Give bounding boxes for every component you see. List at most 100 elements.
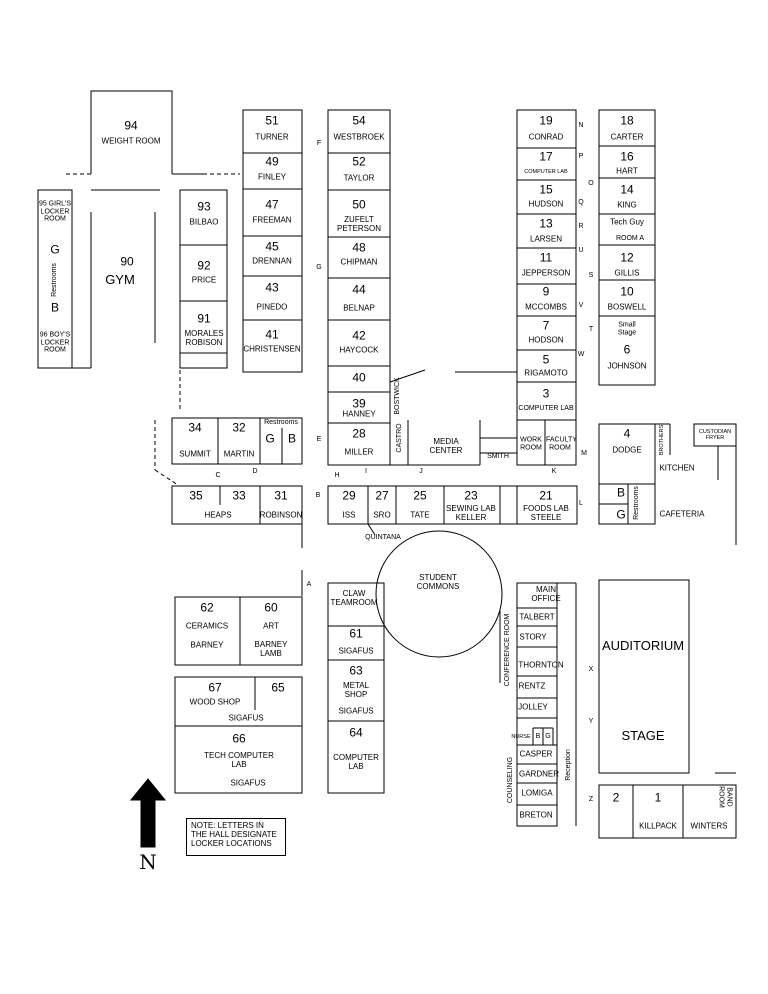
casper-label: CASPER: [519, 749, 553, 759]
jolley-label: JOLLEY: [518, 702, 548, 712]
commons-circle: [375, 530, 503, 658]
room-15-number: 15: [539, 182, 553, 197]
locker-i: I: [365, 468, 367, 476]
locker-f: F: [316, 140, 322, 148]
room-10-number: 10: [620, 284, 634, 299]
room-43-name: PINEDO: [256, 302, 288, 312]
room-49-number: 49: [265, 154, 279, 169]
room-91-number: 91: [197, 311, 211, 326]
brothers-label: BROTHERS: [658, 424, 665, 456]
locker-u: U: [578, 247, 584, 255]
room-15-name: HUDSON: [528, 199, 564, 209]
student-commons-label: STUDENT COMMONS: [416, 573, 460, 591]
room-94-number: 94: [124, 118, 138, 133]
room-66-number: 66: [232, 731, 246, 746]
room-14-number: 14: [620, 182, 634, 197]
small-stage-label: Small Stage: [617, 321, 637, 336]
room-32-number: 32: [232, 420, 246, 435]
room-12-name: GILLIS: [614, 268, 640, 278]
locker-m: M: [581, 450, 587, 458]
room-12-number: 12: [620, 250, 634, 265]
nurse-b: B: [535, 733, 541, 741]
room-93-name: BILBAO: [189, 217, 219, 227]
room-51-name: TURNER: [255, 132, 289, 142]
room-41-number: 41: [265, 327, 279, 342]
locker-y: Y: [588, 718, 594, 726]
band-room-label: BAND ROOM: [718, 786, 733, 808]
locker-c: C: [215, 472, 221, 480]
room-4-name: DODGE: [612, 445, 642, 455]
restroom-g: G: [50, 242, 60, 257]
room-28-name: MILLER: [344, 447, 374, 457]
room-40-number: 40: [352, 370, 366, 385]
room-91-name: MORALES ROBISON: [184, 329, 224, 347]
locker-a: A: [306, 581, 312, 589]
room-16-number: 16: [620, 149, 634, 164]
room-45-number: 45: [265, 239, 279, 254]
room-45-name: DRENNAN: [252, 256, 292, 266]
room-32-name: MARTIN: [223, 449, 255, 459]
locker-t: T: [588, 326, 594, 334]
room-54-name: WESTBROEK: [333, 132, 385, 142]
room-96-label: 96 BOY'S LOCKER ROOM: [39, 331, 71, 354]
room-54-number: 54: [352, 113, 366, 128]
locker-k: K: [551, 468, 557, 476]
weight-room-outline: [90, 90, 173, 174]
room-25-name: TATE: [410, 510, 430, 520]
room-21-number: 21: [539, 488, 553, 503]
room-51-number: 51: [265, 113, 279, 128]
hall-restroom-b: B: [287, 431, 297, 446]
room-17-number: 17: [539, 149, 553, 164]
auditorium-label: AUDITORIUM: [601, 637, 685, 653]
room-64-name: COMPUTER LAB: [333, 753, 379, 771]
locker-q: Q: [578, 199, 584, 207]
restroom-b: B: [50, 300, 60, 315]
room-13-number: 13: [539, 216, 553, 231]
room-1-number: 1: [654, 790, 662, 805]
nurse-g: G: [545, 733, 551, 741]
locker-d: D: [252, 468, 258, 476]
castro-label: CASTRO: [396, 423, 404, 453]
caf-restrooms-label: Restrooms: [633, 486, 641, 520]
room-48-name: CHIPMAN: [340, 257, 378, 267]
locker-o: O: [588, 180, 594, 188]
gardner-label: GARDNER: [518, 769, 560, 779]
room-62-name: CERAMICS: [185, 621, 229, 631]
locker-g: G: [316, 264, 322, 272]
stage-label: STAGE: [621, 727, 665, 743]
room-50-name: ZUFELT PETERSON: [336, 215, 381, 233]
room-16-name: HART: [616, 166, 638, 176]
locker-z: Z: [588, 796, 594, 804]
room-19-number: 19: [539, 113, 553, 128]
counseling-label: COUNSELING: [507, 756, 515, 804]
room-7-number: 7: [542, 318, 550, 333]
room-94-name: WEIGHT ROOM: [101, 136, 161, 146]
locker-r: R: [578, 223, 584, 231]
room-49-name: FINLEY: [257, 172, 287, 182]
room-19-name: CONRAD: [528, 132, 564, 142]
room-62-number: 62: [200, 600, 214, 615]
locker-n: N: [578, 122, 584, 130]
heaps-label: HEAPS: [204, 510, 232, 520]
room-5-number: 5: [542, 352, 550, 367]
room-43-number: 43: [265, 280, 279, 295]
room-66-sub: SIGAFUS: [230, 778, 266, 788]
room-3-number: 3: [542, 386, 550, 401]
room-39-name: HANNEY: [342, 409, 376, 419]
talbert-label: TALBERT: [519, 612, 555, 622]
room-60-number: 60: [264, 600, 278, 615]
room-9-number: 9: [542, 284, 550, 299]
room-62-sub: BARNEY: [190, 640, 224, 650]
locker-b: B: [315, 492, 321, 500]
faculty-room-label: FACULTY ROOM: [546, 436, 577, 451]
smith-label: SMITH: [487, 453, 509, 461]
claw-teamroom-label: CLAW TEAMROOM: [330, 589, 378, 607]
north-label: N: [139, 850, 157, 874]
locker-x: X: [588, 666, 594, 674]
room-a-label: ROOM A: [615, 235, 645, 243]
gym-restrooms-label: Restrooms: [51, 263, 59, 297]
locker-s: S: [588, 272, 594, 280]
locker-l: L: [579, 500, 583, 508]
lomiga-label: LOMIGA: [521, 788, 553, 798]
room-17-name: COMPUTER LAB: [524, 168, 568, 175]
